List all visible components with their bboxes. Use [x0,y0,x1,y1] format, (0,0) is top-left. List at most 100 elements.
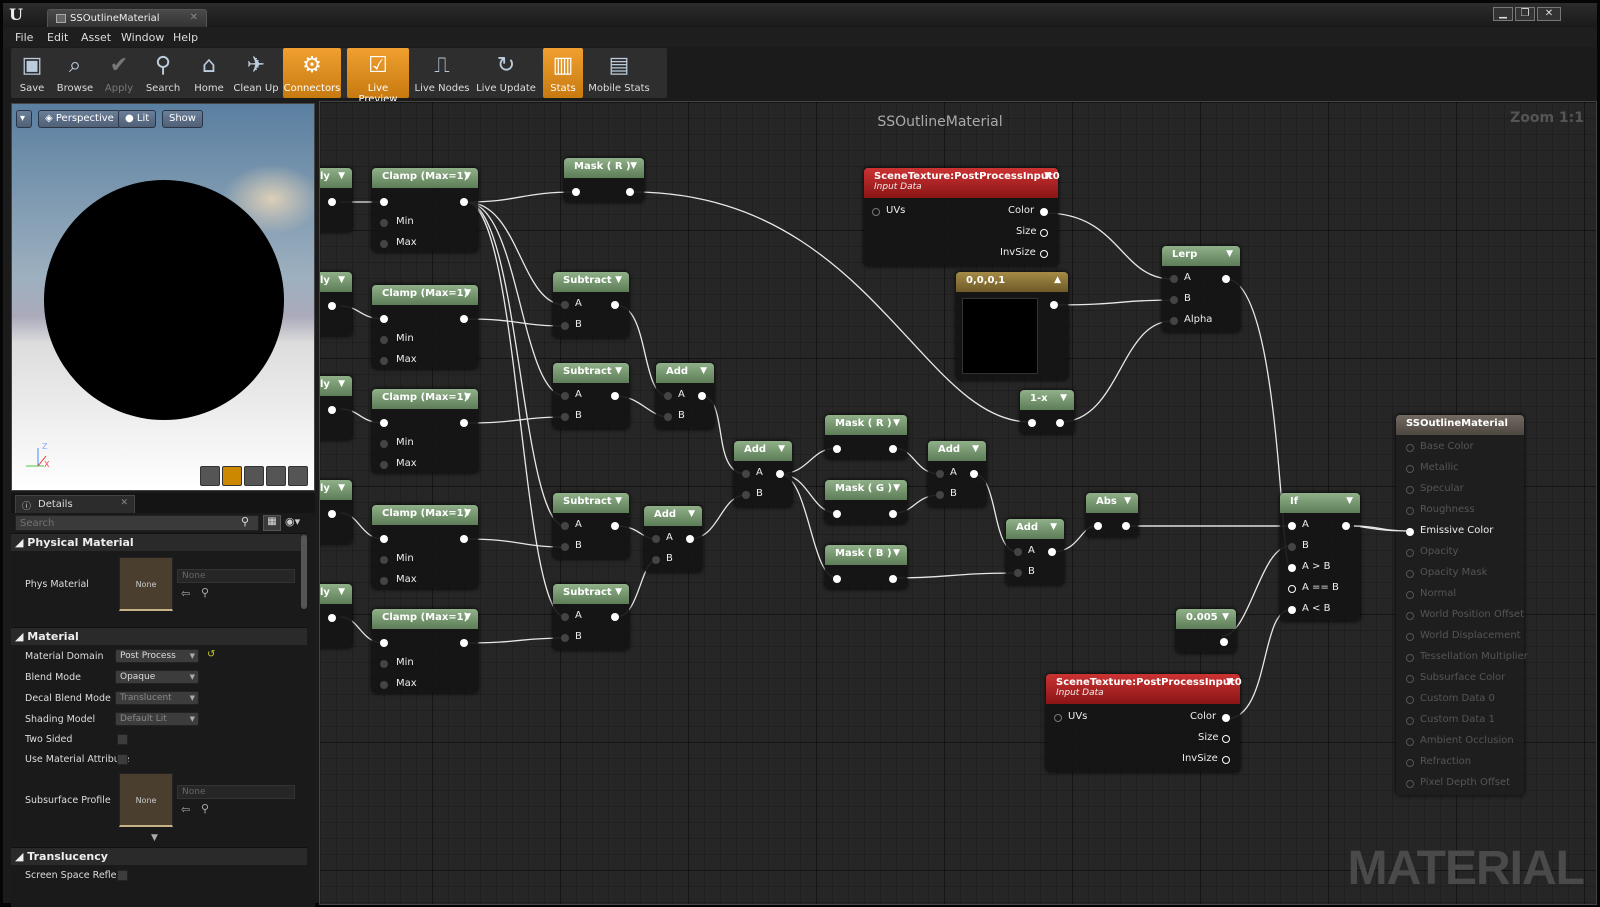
clamp-node-2[interactable]: Clamp (Max=1) Min Max [372,285,478,369]
details-scrollbar[interactable] [301,535,307,609]
output-pin[interactable] [611,301,619,309]
clamp-node-4[interactable]: Clamp (Max=1) Min Max [372,505,478,589]
preview-cylinder-button[interactable] [200,466,220,486]
output-pin[interactable] [328,510,336,518]
blend-mode-dropdown[interactable]: Opaque [115,670,199,684]
clamp-node-1[interactable]: Clamp (Max=1) Min Max [372,168,478,252]
output-pin[interactable] [970,470,978,478]
output-pin[interactable] [328,302,336,310]
clamp-node-5[interactable]: Clamp (Max=1) Min Max [372,609,478,693]
output-pin[interactable] [611,522,619,530]
constant-0005-node[interactable]: 0.005 [1176,609,1236,653]
close-tab-icon[interactable]: ✕ [189,12,198,23]
result-pin-opacity-mask[interactable] [1406,570,1414,578]
a-pin[interactable] [1170,275,1178,283]
physical-material-section[interactable]: ◢ Physical Material [11,533,307,551]
search-button[interactable]: ⚲Search [145,53,181,94]
b-pin[interactable] [664,413,672,421]
output-pin[interactable] [1220,638,1228,646]
a-pin[interactable] [561,522,569,530]
result-pin-normal[interactable] [1406,591,1414,599]
clamp-node-3[interactable]: Clamp (Max=1) Min Max [372,389,478,473]
result-pin-custom-data-0[interactable] [1406,696,1414,704]
add-node-2[interactable]: Add A B [644,506,702,572]
a-pin[interactable] [652,535,660,543]
add-node-1[interactable]: Add A B [656,363,714,429]
view-options-button[interactable]: ▦ [263,515,281,531]
connectors-button[interactable]: ⚙Connectors [283,48,341,98]
color-pin[interactable] [1040,208,1048,216]
subtract-node-3[interactable]: Subtract A B [553,493,629,559]
two-sided-checkbox[interactable] [117,734,128,745]
close-icon[interactable]: ✕ [120,498,128,508]
subtract-node-4[interactable]: Subtract A B [553,584,629,650]
invsize-pin[interactable] [1222,756,1230,764]
input-pin[interactable] [833,575,841,583]
preview-viewport[interactable]: ▾ ◈ Perspective ● Lit Show Z X [11,103,315,491]
input-pin[interactable] [833,510,841,518]
lit-button[interactable]: ● Lit [118,110,157,128]
b-pin[interactable] [561,413,569,421]
mask-r-node-top[interactable]: Mask ( R ) [564,158,644,202]
a-pin[interactable] [936,470,944,478]
result-pin-custom-data-1[interactable] [1406,717,1414,725]
a-equals-b-pin[interactable] [1288,585,1296,593]
phys-material-thumbnail[interactable]: None [119,557,173,611]
output-pin[interactable] [460,419,468,427]
output-pin[interactable] [328,406,336,414]
uvs-pin[interactable] [1054,714,1062,722]
menu-window[interactable]: Window [121,31,165,44]
home-button[interactable]: ⌂Home [194,53,224,94]
size-pin[interactable] [1222,735,1230,743]
b-pin[interactable] [936,491,944,499]
b-pin[interactable] [561,543,569,551]
result-pin-emissive-color[interactable] [1406,528,1414,536]
output-pin[interactable] [328,198,336,206]
close-window-button[interactable]: ✕ [1537,7,1561,21]
mask-b-node[interactable]: Mask ( B ) [825,545,907,589]
result-pin-world-position-offset[interactable] [1406,612,1414,620]
preview-cube-button[interactable] [266,466,286,486]
result-pin-pixel-depth-offset[interactable] [1406,780,1414,788]
input-pin[interactable] [1028,419,1036,427]
output-pin[interactable] [460,198,468,206]
result-pin-opacity[interactable] [1406,549,1414,557]
min-pin[interactable] [380,219,388,227]
menu-asset[interactable]: Asset [81,31,112,44]
input-pin[interactable] [1094,522,1102,530]
result-pin-specular[interactable] [1406,486,1414,494]
material-domain-dropdown[interactable]: Post Process [115,649,199,663]
viewport-options-button[interactable]: ▾ [16,110,32,128]
browse-asset-icon[interactable]: ⚲ [201,802,210,815]
result-pin-metallic[interactable] [1406,465,1414,473]
min-pin[interactable] [380,556,388,564]
size-pin[interactable] [1040,229,1048,237]
output-pin[interactable] [611,392,619,400]
output-pin[interactable] [889,445,897,453]
live-preview-button[interactable]: ☑Live Preview [347,48,409,105]
menu-edit[interactable]: Edit [47,31,69,44]
max-pin[interactable] [380,240,388,248]
subsurface-profile-thumbnail[interactable]: None [119,773,173,827]
subtract-node-2[interactable]: Subtract A B [553,363,629,429]
output-pin[interactable] [460,535,468,543]
input-pin[interactable] [380,535,388,543]
perspective-button[interactable]: ◈ Perspective [38,110,121,128]
min-pin[interactable] [380,336,388,344]
a-pin[interactable] [742,470,750,478]
a-pin[interactable] [1014,548,1022,556]
screen-space-reflect-checkbox[interactable] [117,870,128,881]
material-graph-canvas[interactable]: SSOutlineMaterial Zoom 1:1 MATERIAL [319,101,1597,905]
translucency-section[interactable]: ◢ Translucency [11,847,307,865]
use-selected-arrow-icon[interactable]: ⇦ [181,803,191,816]
use-material-attributes-checkbox[interactable] [117,754,128,765]
output-pin[interactable] [460,315,468,323]
input-pin[interactable] [380,198,388,206]
multiply-node-5[interactable]: ly [320,584,352,648]
add-node-3[interactable]: Add A B [734,441,792,507]
output-pin[interactable] [611,613,619,621]
a-pin[interactable] [561,301,569,309]
maximize-button[interactable]: ❐ [1515,7,1535,21]
alpha-pin[interactable] [1170,317,1178,325]
